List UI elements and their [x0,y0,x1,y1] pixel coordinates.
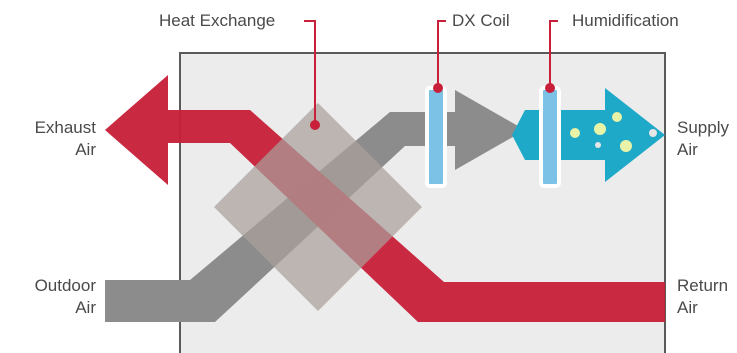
outdoor-air-label: Outdoor Air [0,275,96,319]
supply-air-label-line1: Supply [677,118,729,137]
callout-pointers [304,20,558,125]
supply-air-label-line2: Air [677,140,698,159]
exhaust-airflow-arrow [105,75,665,322]
supply-air-label: Supply Air [677,117,729,161]
exhaust-air-label-line2: Air [75,140,96,159]
humidification-pointer-dot [545,83,555,93]
outdoor-air-label-line2: Air [75,298,96,317]
humidifier-element [539,86,561,188]
humidification-label: Humidification [572,11,679,30]
outdoor-air-label-line1: Outdoor [34,276,96,295]
dx-coil-label: DX Coil [452,11,510,30]
heat-exchange-label: Heat Exchange [159,11,276,30]
dx-coil-pointer-dot [433,83,443,93]
exhaust-air-label-line1: Exhaust [34,118,96,137]
return-air-label-line2: Air [677,298,698,317]
dx-coil [425,86,447,188]
return-air-label: Return Air [677,275,728,319]
return-air-label-line1: Return [677,276,729,295]
heat-exchange-pointer-dot [310,120,320,130]
heat-exchanger-core [214,103,422,311]
exhaust-air-label: Exhaust Air [0,117,96,161]
